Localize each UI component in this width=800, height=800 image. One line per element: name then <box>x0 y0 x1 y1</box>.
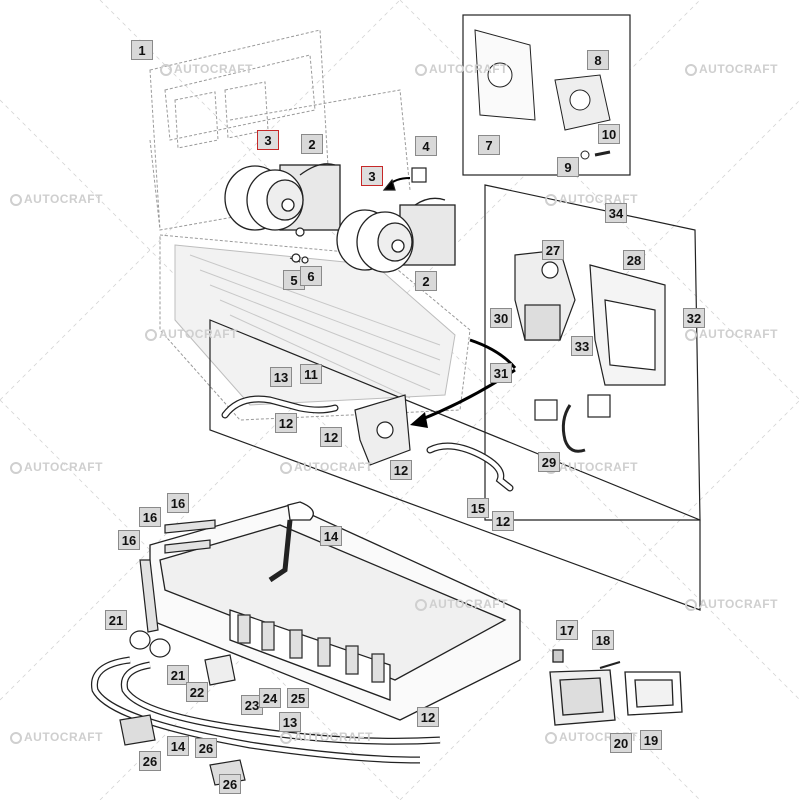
screw-set <box>289 227 309 264</box>
callout-27[interactable]: 27 <box>542 240 564 260</box>
callout-23[interactable]: 23 <box>241 695 263 715</box>
hose-13-upper <box>221 395 339 419</box>
callout-17[interactable]: 17 <box>556 620 578 640</box>
callout-28[interactable]: 28 <box>623 250 645 270</box>
watermark-1: AUTOCRAFT <box>160 62 253 76</box>
heater-valve-block <box>354 394 411 466</box>
callout-21-a[interactable]: 21 <box>105 610 127 630</box>
callout-1[interactable]: 1 <box>131 40 153 60</box>
hose-15 <box>426 442 514 492</box>
watermark-12: AUTOCRAFT <box>685 597 778 611</box>
callout-26-c[interactable]: 26 <box>219 774 241 794</box>
callout-2-lower[interactable]: 2 <box>415 271 437 291</box>
callout-31[interactable]: 31 <box>490 363 512 383</box>
watermark-2: AUTOCRAFT <box>415 62 508 76</box>
callout-15[interactable]: 15 <box>467 498 489 518</box>
callout-16-b[interactable]: 16 <box>139 507 161 527</box>
ghost-housing-frame <box>149 29 411 231</box>
callout-26-a[interactable]: 26 <box>195 738 217 758</box>
callout-33[interactable]: 33 <box>571 336 593 356</box>
watermark-6: AUTOCRAFT <box>145 327 238 341</box>
grommets <box>129 630 171 658</box>
callout-30[interactable]: 30 <box>490 308 512 328</box>
callout-9[interactable]: 9 <box>557 157 579 177</box>
callout-21-b[interactable]: 21 <box>167 665 189 685</box>
watermark-11: AUTOCRAFT <box>415 597 508 611</box>
callout-14-upper[interactable]: 14 <box>320 526 342 546</box>
watermark-4: AUTOCRAFT <box>10 192 103 206</box>
callout-34[interactable]: 34 <box>605 203 627 223</box>
callout-12-b[interactable]: 12 <box>320 427 342 447</box>
watermark-7: AUTOCRAFT <box>685 327 778 341</box>
callout-11[interactable]: 11 <box>300 364 322 384</box>
callout-16-c[interactable]: 16 <box>118 530 140 550</box>
hose-assembly-plane <box>209 319 701 611</box>
watermark-14: AUTOCRAFT <box>280 730 373 744</box>
blower-motor-left <box>224 163 341 231</box>
water-valve <box>514 249 576 341</box>
hose-clip <box>204 654 236 686</box>
callout-12-a[interactable]: 12 <box>275 413 297 433</box>
lower-housing <box>149 501 521 721</box>
callout-12-d[interactable]: 12 <box>492 511 514 531</box>
hose-brackets <box>119 714 246 786</box>
callout-32[interactable]: 32 <box>683 308 705 328</box>
callout-2-upper[interactable]: 2 <box>301 134 323 154</box>
callout-6[interactable]: 6 <box>300 266 322 286</box>
hose-lower-pair <box>90 656 441 764</box>
wire-harness <box>534 394 611 453</box>
callout-12-c[interactable]: 12 <box>390 460 412 480</box>
callout-4[interactable]: 4 <box>415 136 437 156</box>
blower-motor-right <box>336 197 456 273</box>
callout-5[interactable]: 5 <box>283 270 305 290</box>
valve-cover-plate <box>589 264 666 386</box>
callout-19[interactable]: 19 <box>640 730 662 750</box>
callout-8[interactable]: 8 <box>587 50 609 70</box>
watermark-5: AUTOCRAFT <box>545 192 638 206</box>
callout-7[interactable]: 7 <box>478 135 500 155</box>
callout-26-b[interactable]: 26 <box>139 751 161 771</box>
callout-24[interactable]: 24 <box>259 688 281 708</box>
callout-3-left[interactable]: 3 <box>257 130 279 150</box>
vent-outlet <box>549 649 683 726</box>
callout-18[interactable]: 18 <box>592 630 614 650</box>
callout-20[interactable]: 20 <box>610 733 632 753</box>
callout-10[interactable]: 10 <box>598 124 620 144</box>
callout-13-lower[interactable]: 13 <box>279 712 301 732</box>
callout-16-a[interactable]: 16 <box>167 493 189 513</box>
inset-motor-bracket <box>462 14 631 176</box>
callout-22[interactable]: 22 <box>186 682 208 702</box>
watermark-8: AUTOCRAFT <box>10 460 103 474</box>
callout-14-lower[interactable]: 14 <box>167 736 189 756</box>
watermark-13: AUTOCRAFT <box>10 730 103 744</box>
watermark-3: AUTOCRAFT <box>685 62 778 76</box>
watermark-9: AUTOCRAFT <box>280 460 373 474</box>
callout-12-e[interactable]: 12 <box>417 707 439 727</box>
connector-plug <box>382 167 427 191</box>
callout-13-upper[interactable]: 13 <box>270 367 292 387</box>
callout-3-right[interactable]: 3 <box>361 166 383 186</box>
callout-25[interactable]: 25 <box>287 688 309 708</box>
seal-strips <box>139 519 216 633</box>
callout-29[interactable]: 29 <box>538 452 560 472</box>
